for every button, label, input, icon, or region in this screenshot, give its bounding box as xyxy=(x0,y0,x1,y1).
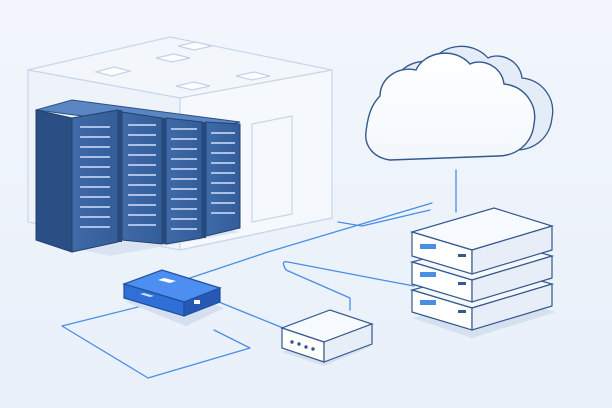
cable-server-stack-to-rear xyxy=(337,209,431,227)
router-side xyxy=(183,287,221,317)
server-stack-icon xyxy=(409,207,556,338)
ceiling-light-1 xyxy=(93,66,133,77)
server-unit-1 xyxy=(409,207,555,275)
room-floor-edge xyxy=(179,217,333,251)
rack-4 xyxy=(205,121,241,237)
rack-3 xyxy=(165,117,203,245)
modem-icon xyxy=(280,309,374,366)
ceiling-light-5 xyxy=(235,71,271,81)
router-label-2 xyxy=(140,293,154,297)
router-port xyxy=(194,300,200,304)
rack-1 xyxy=(71,109,119,253)
network-cables xyxy=(61,169,457,379)
server-room-rack-row xyxy=(35,99,241,256)
ceiling-light-3 xyxy=(155,53,191,63)
modem-side xyxy=(323,323,373,363)
cloud-front xyxy=(365,52,536,161)
modem-indicator-lights xyxy=(290,340,315,351)
rack-2 xyxy=(121,111,163,245)
cable-server-stack-to-modem xyxy=(282,261,415,311)
router-icon xyxy=(122,269,224,326)
ceiling-light-4 xyxy=(175,81,211,91)
cloud-icon xyxy=(365,45,554,161)
cable-server-stack-to-rack-row xyxy=(189,202,433,279)
rack-row-side xyxy=(35,109,73,253)
router-label-1 xyxy=(158,278,176,283)
ceiling-light-2 xyxy=(177,41,213,51)
cable-router-to-modem xyxy=(213,299,289,331)
cable-router-loop xyxy=(61,303,251,379)
room-door-frame xyxy=(251,115,293,223)
